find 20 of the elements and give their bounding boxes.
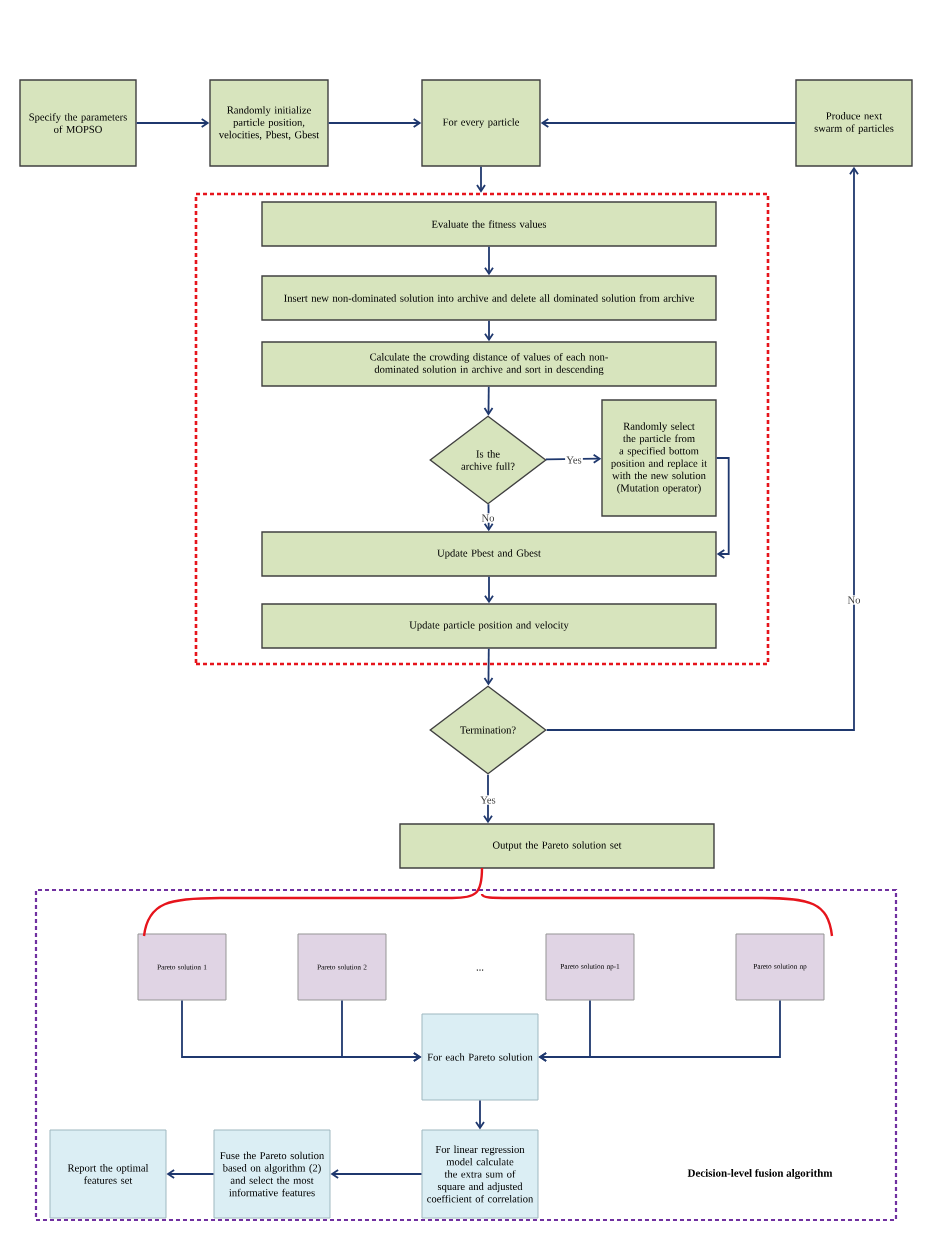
- arrow: [135, 118, 210, 128]
- arrow: [483, 647, 494, 686]
- arrow: [538, 999, 781, 1062]
- dashed-frame: [194, 192, 770, 666]
- arrow: [166, 1169, 215, 1179]
- arrow: [544, 453, 602, 464]
- arrow: [483, 773, 493, 824]
- arrow: [484, 245, 494, 276]
- arrow: [476, 165, 486, 193]
- arrow: [484, 575, 494, 604]
- arrow: [475, 1099, 485, 1130]
- arrow: [341, 999, 422, 1062]
- arrow: [330, 1169, 423, 1179]
- arrow: [545, 166, 859, 731]
- arrow: [484, 319, 494, 342]
- arrow: [540, 118, 797, 128]
- arrow: [327, 118, 422, 128]
- arrow: [483, 503, 494, 532]
- arrow: [483, 385, 494, 416]
- arrow: [715, 457, 730, 559]
